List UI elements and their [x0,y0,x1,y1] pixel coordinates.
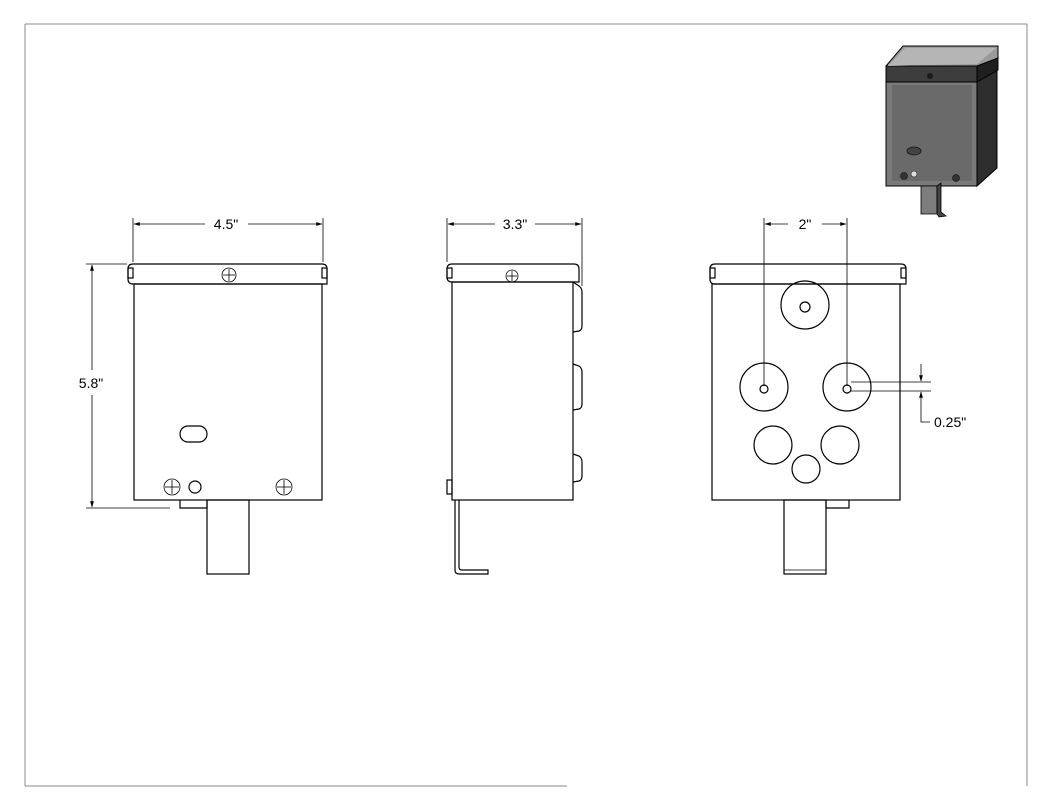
dim-side-depth-label: 3.3" [503,216,527,232]
dim-front-width: 4.5" [132,216,324,262]
front-screw-right-icon [275,478,293,496]
isometric-view [885,45,999,218]
front-lid [127,263,328,285]
front-lid-tab-right [321,267,328,279]
dim-hole-spacing: 2" [763,216,848,386]
side-bump-mid [572,363,583,411]
rear-stake [783,499,827,575]
rear-lid [709,263,907,285]
rear-knockout-top-center [799,301,811,313]
side-lid-tab [446,267,453,279]
rear-knockout-bottom [791,454,821,484]
iso-stake [920,185,938,215]
side-bottom-tab [446,479,453,495]
rear-bottom-notch [825,500,850,509]
front-body [133,283,323,501]
side-body [451,281,574,501]
side-bump-bottom [572,453,583,483]
front-knockout-slot [179,425,208,443]
iso-screw-left-icon [900,172,908,180]
dim-front-width-label: 4.5" [214,216,238,232]
front-view [127,263,328,575]
side-view [446,263,583,575]
rear-knockout-left-center [759,384,769,394]
rear-view [709,263,907,575]
side-lid [446,263,580,283]
iso-screw-right-icon [952,174,960,182]
dim-front-height: 5.8" [79,263,170,509]
sheet-frame [24,23,1028,787]
iso-lid-screw-icon [927,73,933,79]
dim-front-height-label: 5.8" [79,375,103,391]
side-lid-screw-icon [505,269,519,283]
front-small-hole [188,480,202,494]
rear-lid-tab-left [709,267,716,279]
side-stake [454,500,489,575]
iso-lid-side [976,57,999,83]
dim-hole-offset-label: 0.25" [934,414,966,430]
rear-knockout-lower-left [753,425,793,465]
rear-knockout-lower-right [820,425,860,465]
front-screw-left-icon [163,478,181,496]
dim-hole-offset: 0.25" [851,364,966,430]
rear-knockout-right-center [842,384,852,394]
rear-lid-tab-right [900,267,907,279]
dim-side-depth: 3.3" [446,216,583,286]
front-lid-tab-left [127,267,134,279]
dim-hole-spacing-label: 2" [799,216,812,232]
iso-slot [906,146,922,156]
side-bump-top [572,281,583,333]
front-bottom-notch [179,500,208,509]
rear-knockout-top [780,280,830,330]
iso-side-face [976,63,998,188]
iso-hole [910,170,918,178]
front-lid-screw-icon [221,267,237,283]
front-stake [206,499,250,575]
